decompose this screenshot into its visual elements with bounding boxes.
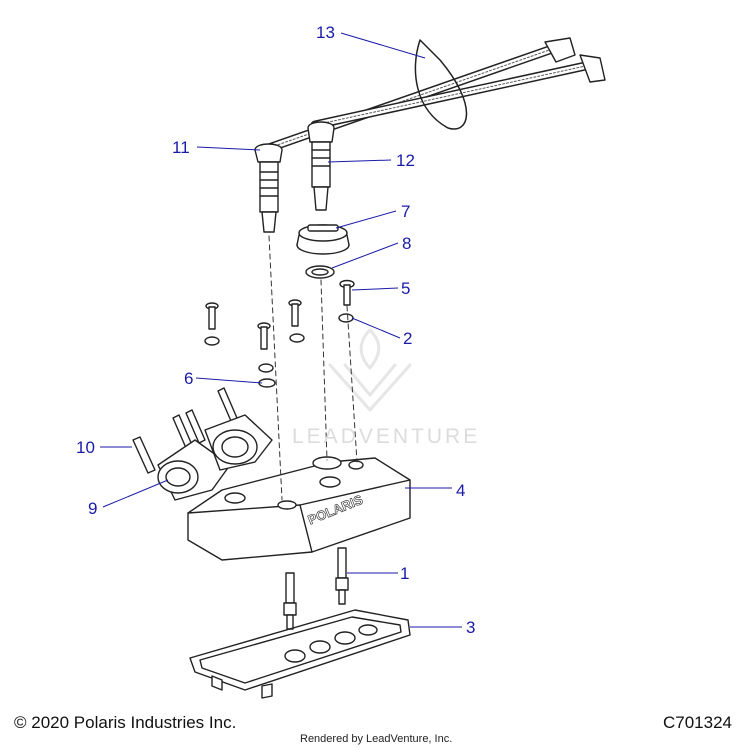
- callout-3: 3: [466, 618, 476, 637]
- callout-8: 8: [402, 234, 412, 253]
- callout-9: 9: [88, 499, 98, 518]
- intake-boots: [157, 414, 273, 501]
- callout-6: 6: [184, 369, 194, 388]
- spark-plug-wire-set: [254, 37, 606, 233]
- callout-4: 4: [456, 481, 466, 500]
- callout-7: 7: [401, 202, 411, 221]
- callout-1: 1: [400, 564, 410, 583]
- callout-11: 11: [172, 138, 190, 157]
- rendered-by-text: Rendered by LeadVenture, Inc.: [300, 733, 453, 745]
- callout-12: 12: [396, 151, 415, 170]
- grommet-2: [338, 313, 354, 323]
- cover-bolts: [204, 299, 305, 373]
- valve-cover-gasket: [189, 609, 411, 699]
- assembly-lines: [268, 235, 358, 501]
- valve-cover: POLARIS: [187, 456, 411, 561]
- oil-fill-cap: [296, 224, 350, 255]
- drawing-id: C701324: [662, 713, 732, 732]
- o-ring: [305, 265, 335, 279]
- watermark-text: LEADVENTURE: [292, 425, 481, 448]
- bolt-5: [339, 279, 355, 306]
- throttle-body-bolts: [132, 387, 238, 474]
- callout-13: 13: [316, 23, 335, 42]
- copyright-text: © 2020 Polaris Industries Inc.: [14, 713, 237, 732]
- callout-2: 2: [403, 329, 413, 348]
- callout-leader-lines: [100, 32, 462, 628]
- callout-10: 10: [76, 438, 95, 457]
- watermark-logo-icon: [328, 328, 412, 412]
- callout-5: 5: [401, 279, 411, 298]
- spark-plugs: [283, 547, 349, 630]
